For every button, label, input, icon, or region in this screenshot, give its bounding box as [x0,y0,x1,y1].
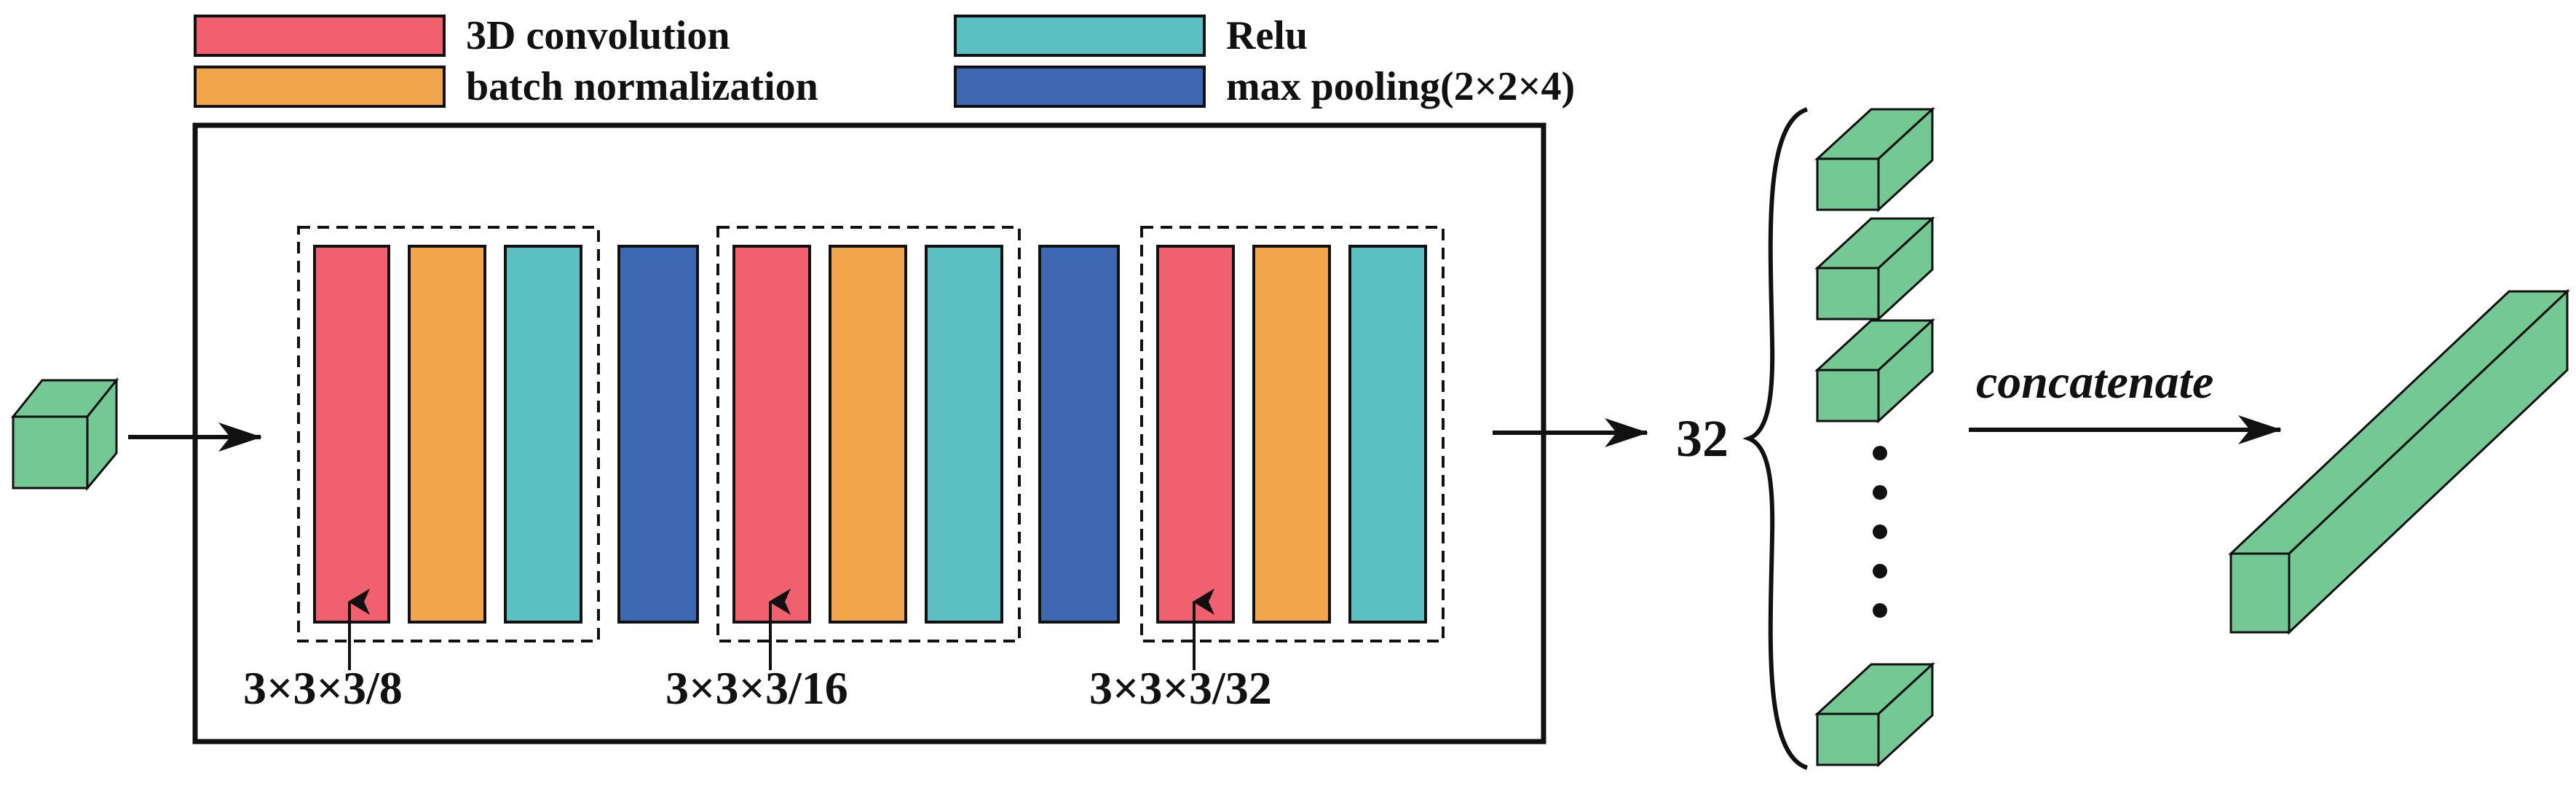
conv-block-2: 3×3×3/16 [665,226,1021,714]
feature-cube-3 [1814,318,1935,424]
feature-count-label: 32 [1676,409,1728,468]
legend-item-pool: max pooling(2×2×4) [954,64,1575,109]
feature-cube-2 [1814,216,1935,322]
pool-layer-1 [617,245,699,624]
block-1-bn-layer [408,245,486,624]
input-cube [10,377,119,492]
feature-cube-1 [1814,106,1935,213]
block-1-conv-layer [313,245,390,624]
legend-swatch-relu [954,15,1206,57]
block-2-relu-layer [925,245,1003,624]
block-3-kernel-label: 3×3×3/32 [1089,662,1272,714]
feature-cube-1-front [1816,157,1880,211]
ellipsis-dot [1873,564,1887,578]
ellipsis-dots [1873,446,1887,618]
output-cuboid-front [2229,552,2291,634]
block-2-bn-layer [829,245,907,624]
feature-cube-last-front [1816,712,1880,766]
legend-label-relu: Relu [1226,13,1308,58]
conv-block-1: 3×3×3/8 [243,226,600,714]
ellipsis-dot [1873,485,1887,500]
feature-brace [1742,107,1809,770]
legend-item-conv: 3D convolution [194,13,730,58]
block-3-relu-layer [1348,245,1427,624]
ellipsis-dot [1873,524,1887,539]
block-3-conv-layer [1156,245,1235,624]
block-2-conv-layer [732,245,811,624]
feature-cube-3-front [1816,369,1880,423]
block-1-kernel-label: 3×3×3/8 [243,662,403,714]
legend-label-conv: 3D convolution [466,13,730,58]
legend-item-relu: Relu [954,13,1308,58]
block-1-relu-layer [504,245,582,624]
ellipsis-dot [1873,603,1887,618]
legend-swatch-conv [194,15,446,57]
output-cuboid [2228,288,2570,635]
pool-layer-2 [1038,245,1120,624]
conv-block-3: 3×3×3/32 [1089,226,1445,714]
concatenate-label: concatenate [1976,355,2213,409]
block-1-dashed-border [297,226,600,642]
feature-cube-2-front [1816,267,1880,321]
feature-cube-last [1814,661,1935,768]
legend: 3D convolution batch normalization Relu … [194,13,1575,109]
block-2-kernel-label: 3×3×3/16 [665,662,848,714]
legend-label-pool: max pooling(2×2×4) [1226,64,1575,109]
ellipsis-dot [1873,446,1887,460]
block-3-dashed-border [1140,226,1445,642]
block-3-bn-layer [1252,245,1331,624]
legend-swatch-pool [954,66,1206,108]
legend-label-bn: batch normalization [466,64,818,109]
block-2-dashed-border [716,226,1021,642]
input-cube-front [12,415,89,490]
legend-item-bn: batch normalization [194,64,818,109]
legend-swatch-bn [194,66,446,108]
